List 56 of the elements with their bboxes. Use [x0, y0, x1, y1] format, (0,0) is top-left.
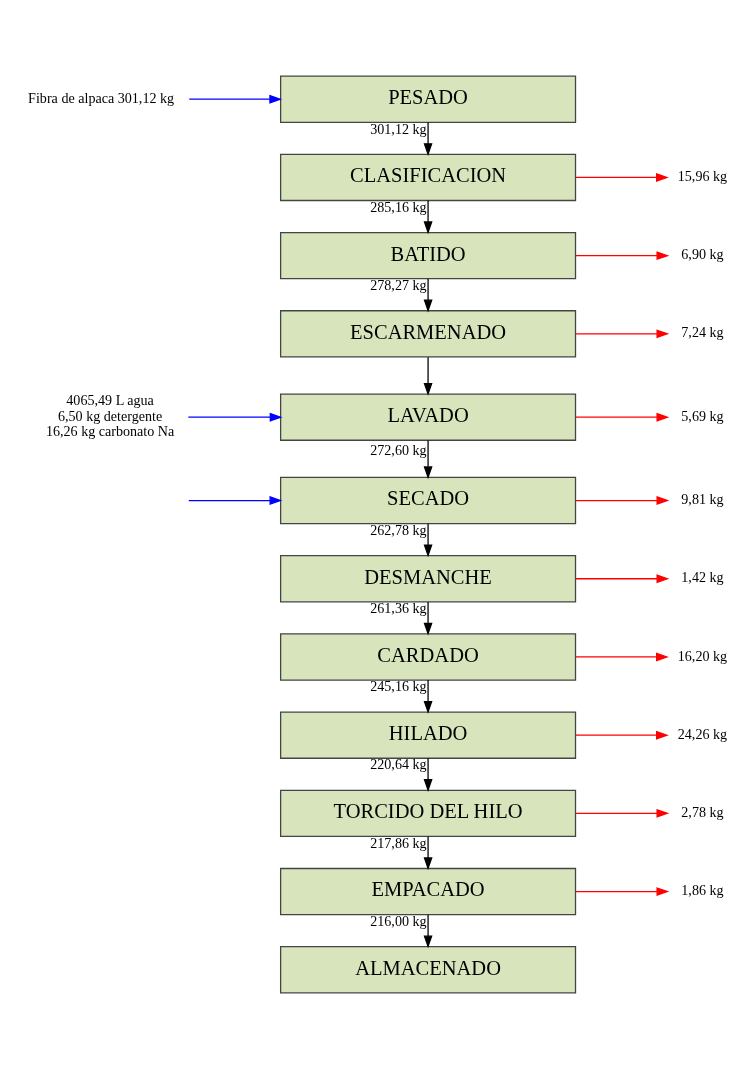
node-text: 1,42 kg: [681, 568, 724, 585]
arrow: [423, 600, 433, 635]
node-box: ALMACENADO: [280, 945, 577, 993]
node-text: Fibra de alpaca 301,12 kg: [28, 89, 175, 106]
node-box: TORCIDO DEL HILO: [280, 789, 577, 837]
node-box: PESADO: [280, 75, 577, 123]
arrow: [187, 412, 283, 422]
node-text: 2,78 kg: [681, 803, 724, 820]
node-box: DESMANCHE: [280, 554, 577, 602]
arrow: [423, 678, 433, 714]
arrow: [575, 495, 670, 505]
arrow: [575, 886, 670, 896]
arrow: [423, 121, 433, 156]
node-box: CLASIFICACION: [280, 153, 577, 201]
node-text: 24,26 kg: [677, 725, 728, 742]
arrow: [575, 172, 669, 182]
node-box: LAVADO: [280, 392, 577, 441]
arrow: [423, 835, 433, 870]
node-text: 4065,49 L agua 6,50 kg detergente 16,26 kg carbonato Na: [45, 391, 175, 439]
node-text: 7,24 kg: [681, 323, 724, 340]
arrow: [575, 328, 670, 338]
arrow: [423, 277, 433, 312]
edge-label: 285,16 kg: [370, 198, 427, 215]
node-text: 15,96 kg: [677, 167, 728, 184]
node-box: HILADO: [280, 710, 577, 759]
arrow: [575, 651, 669, 661]
arrow: [423, 356, 433, 396]
node-box: SECADO: [280, 476, 577, 524]
edge-label: 301,12 kg: [370, 120, 427, 137]
arrow: [423, 199, 433, 234]
arrow: [575, 730, 669, 740]
arrow: [575, 250, 670, 260]
node-box: ESCARMENADO: [280, 309, 577, 358]
edge-label: 278,27 kg: [370, 276, 427, 293]
node-box: EMPACADO: [280, 867, 577, 915]
node-text: 5,69 kg: [681, 407, 724, 424]
arrow: [575, 808, 670, 818]
arrow: [188, 495, 283, 505]
arrow: [423, 757, 433, 792]
edge-label: 262,78 kg: [370, 521, 427, 538]
node-text: 9,81 kg: [681, 490, 724, 507]
edge-label: 217,86 kg: [370, 834, 427, 851]
arrow: [423, 913, 433, 948]
arrow: [188, 94, 283, 104]
node-box: CARDADO: [280, 632, 577, 681]
node-box: BATIDO: [280, 231, 577, 279]
node-text: 1,86 kg: [681, 881, 724, 898]
arrow: [423, 439, 433, 479]
arrow: [423, 522, 433, 557]
arrow: [575, 412, 670, 422]
edge-label: 261,36 kg: [370, 599, 427, 616]
node-text: 6,90 kg: [681, 245, 724, 262]
node-text: 16,20 kg: [677, 647, 728, 664]
edge-label: 216,00 kg: [370, 912, 427, 929]
edge-label: 272,60 kg: [370, 441, 427, 458]
arrow: [575, 573, 670, 583]
